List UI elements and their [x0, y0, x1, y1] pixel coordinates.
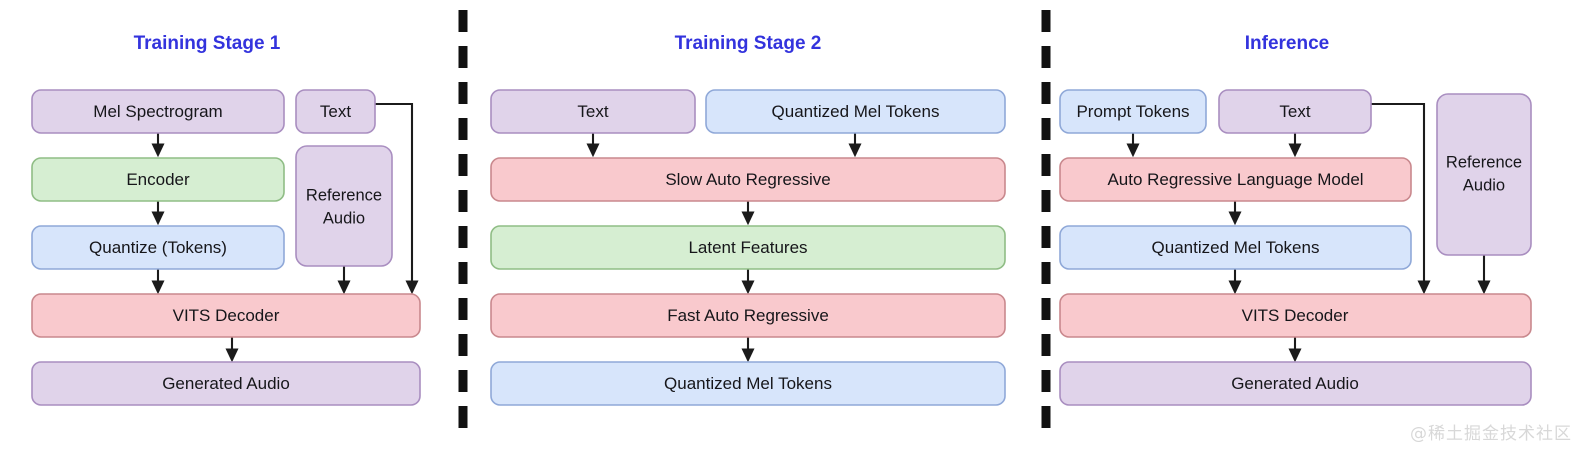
node-reference-audio[interactable]: Reference Audio	[1436, 93, 1532, 256]
node-label: Prompt Tokens	[1076, 102, 1189, 121]
node-label: VITS Decoder	[1242, 306, 1349, 325]
node-label-line-2: Audio	[1463, 176, 1505, 194]
node-quantized-mel-tokens-input[interactable]: Quantized Mel Tokens	[705, 89, 1006, 134]
node-quantized-mel-tokens-output[interactable]: Quantized Mel Tokens	[490, 361, 1006, 406]
node-label: Mel Spectrogram	[93, 102, 222, 121]
node-label: Encoder	[126, 170, 190, 189]
node-label: Quantize (Tokens)	[89, 238, 227, 257]
node-label: Latent Features	[688, 238, 807, 257]
panel-title-training-stage-2: Training Stage 2	[675, 33, 822, 54]
node-text[interactable]: Text	[295, 89, 376, 134]
node-label: Generated Audio	[162, 374, 290, 393]
node-label: Auto Regressive Language Model	[1107, 170, 1363, 189]
panel-title-training-stage-1: Training Stage 1	[134, 33, 281, 54]
edges-panel-3	[1126, 102, 1491, 363]
node-label: Text	[1279, 102, 1310, 121]
node-label: Text	[577, 102, 608, 121]
node-generated-audio[interactable]: Generated Audio	[1059, 361, 1532, 406]
node-text[interactable]: Text	[490, 89, 696, 134]
node-fast-auto-regressive[interactable]: Fast Auto Regressive	[490, 293, 1006, 338]
watermark: @稀土掘金技术社区	[1410, 424, 1572, 444]
edges-panel-2	[586, 133, 862, 363]
node-prompt-tokens[interactable]: Prompt Tokens	[1059, 89, 1207, 134]
node-reference-audio[interactable]: Reference Audio	[295, 145, 393, 267]
node-encoder[interactable]: Encoder	[31, 157, 285, 202]
node-quantize-tokens[interactable]: Quantize (Tokens)	[31, 225, 285, 270]
panel-title-inference: Inference	[1245, 33, 1329, 54]
node-label: Quantized Mel Tokens	[664, 374, 832, 393]
node-latent-features[interactable]: Latent Features	[490, 225, 1006, 270]
node-label: Text	[320, 102, 351, 121]
node-label: Fast Auto Regressive	[667, 306, 829, 325]
node-text[interactable]: Text	[1218, 89, 1372, 134]
node-generated-audio[interactable]: Generated Audio	[31, 361, 421, 406]
node-label-line-1: Reference	[306, 186, 382, 204]
node-label-line-2: Audio	[323, 209, 365, 227]
node-auto-regressive-language-model[interactable]: Auto Regressive Language Model	[1059, 157, 1412, 202]
node-label: VITS Decoder	[173, 306, 280, 325]
node-label: Quantized Mel Tokens	[1152, 238, 1320, 257]
edges-panel-1	[151, 102, 419, 363]
edge-text-to-vits-decoder	[1371, 102, 1431, 295]
node-quantized-mel-tokens[interactable]: Quantized Mel Tokens	[1059, 225, 1412, 270]
node-mel-spectrogram[interactable]: Mel Spectrogram	[31, 89, 285, 134]
node-label-line-1: Reference	[1446, 153, 1522, 171]
node-slow-auto-regressive[interactable]: Slow Auto Regressive	[490, 157, 1006, 202]
node-label: Quantized Mel Tokens	[772, 102, 940, 121]
edge-text-to-vits-decoder	[375, 102, 419, 295]
node-label: Slow Auto Regressive	[665, 170, 830, 189]
node-vits-decoder[interactable]: VITS Decoder	[31, 293, 421, 338]
node-label: Generated Audio	[1231, 374, 1359, 393]
node-vits-decoder[interactable]: VITS Decoder	[1059, 293, 1532, 338]
